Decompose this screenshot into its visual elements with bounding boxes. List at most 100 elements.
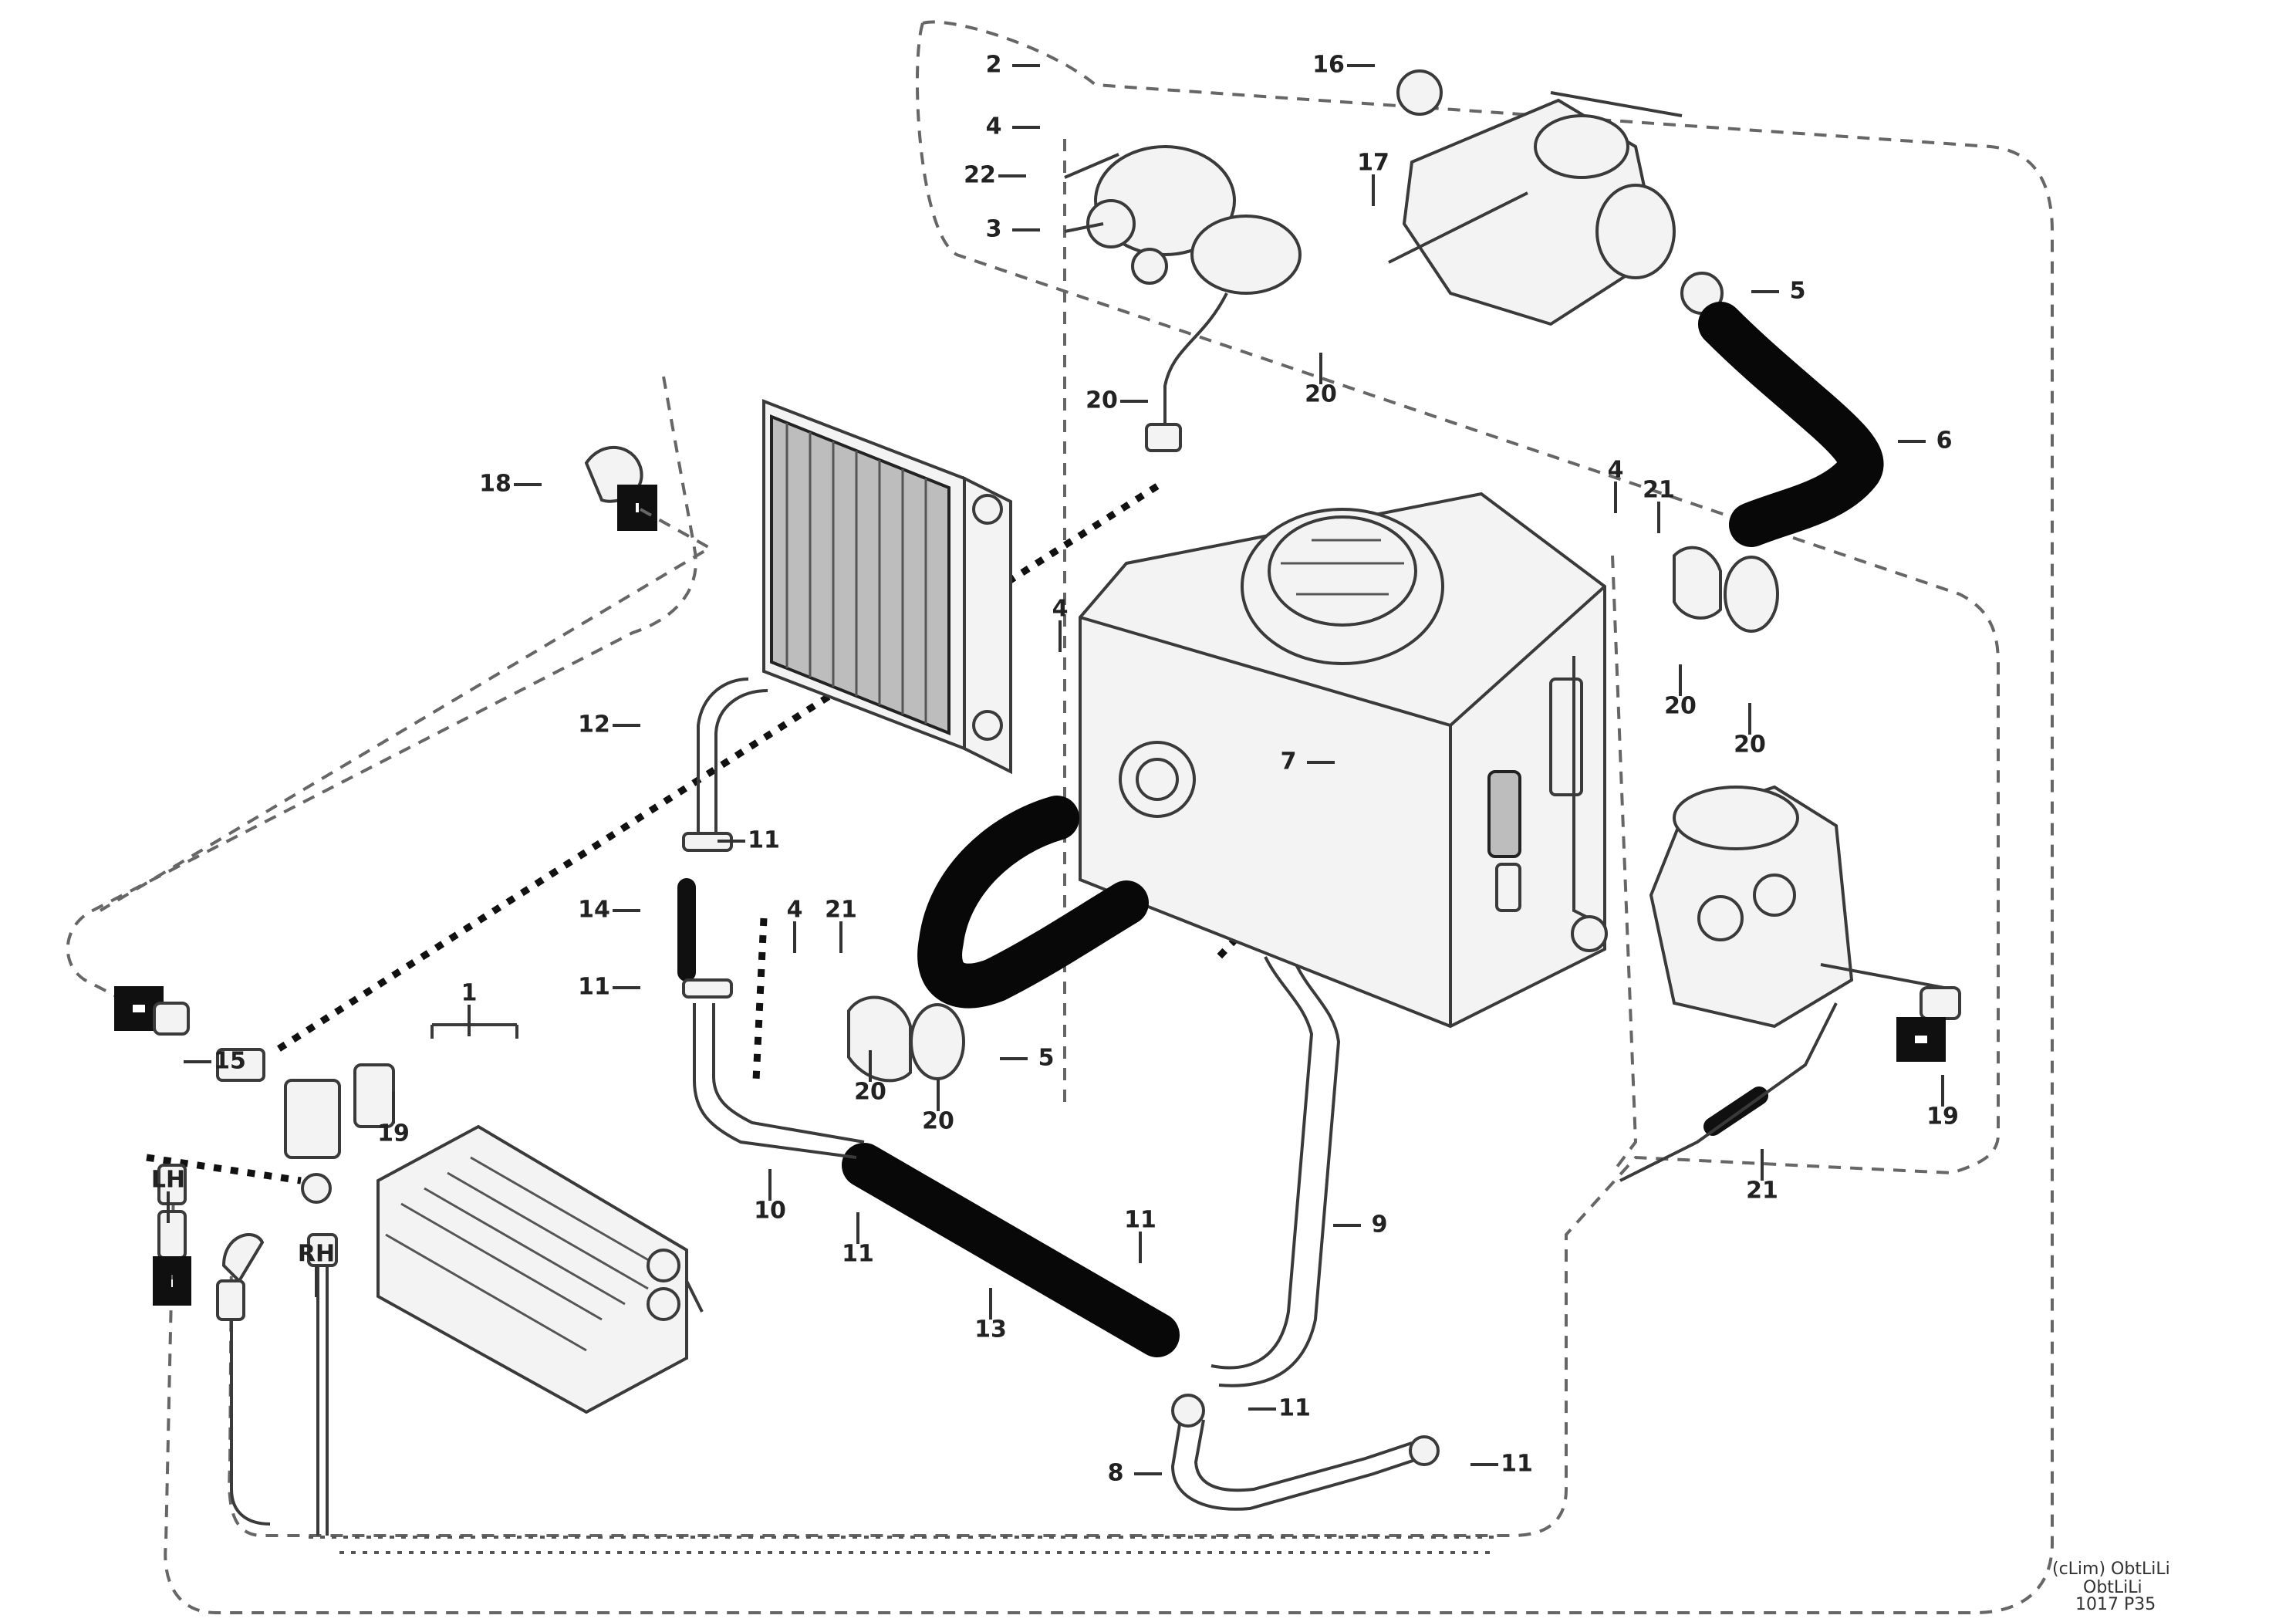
tube-9-b (1218, 964, 1341, 1387)
callout-c28: 15 (184, 1048, 246, 1075)
callout-c41: RH (298, 1241, 335, 1297)
callout-number: 13 (974, 1316, 1007, 1343)
callout-c25: 5 (1000, 1045, 1054, 1072)
hose-black-right (1703, 1086, 1768, 1136)
callout-number: 20 (922, 1108, 954, 1135)
callout-c18: 12 (578, 711, 640, 738)
callout-number: LH (151, 1167, 185, 1194)
callout-c14: 4 (1052, 596, 1069, 652)
filter-element-lower (847, 995, 965, 1083)
callout-number: 4 (1052, 596, 1069, 623)
tube-12 (697, 678, 749, 833)
hose-black-lower (842, 1143, 1180, 1357)
callout-number: 7 (1281, 748, 1297, 776)
callout-number: RH (298, 1241, 335, 1268)
outer-return-loop (164, 20, 2054, 1614)
callout-c30: 10 (754, 1169, 786, 1225)
callout-number: 1 (461, 980, 478, 1007)
callout-number: 10 (754, 1198, 786, 1225)
callout-number: 16 (1312, 52, 1345, 79)
callout-number: 21 (825, 897, 857, 924)
callout-number: 21 (1643, 477, 1675, 504)
tube-10-b (712, 1003, 865, 1144)
callout-c02: 4 (986, 113, 1040, 140)
oil-cooler (762, 399, 1012, 775)
hydraulic-tank (1079, 492, 1608, 1029)
callout-number: 11 (1501, 1451, 1533, 1478)
corner-note-line1: (cLim) ObtLiLi (2052, 1559, 2170, 1579)
callout-c26: 20 (854, 1050, 886, 1106)
callout-c34: 13 (974, 1288, 1007, 1343)
callout-c40: LH (151, 1167, 185, 1223)
callout-c27: 20 (922, 1080, 954, 1135)
callout-c10: 20 (1086, 387, 1148, 414)
filter-element-upper (1673, 546, 1779, 633)
tube-fitting-11b (682, 978, 733, 999)
valve-bracket-1 (284, 1023, 518, 1204)
callout-number: 5 (1038, 1045, 1055, 1072)
callout-number: 4 (986, 113, 1002, 140)
callout-number: 19 (1926, 1103, 1959, 1130)
callout-c32: 11 (1124, 1207, 1156, 1263)
callout-number: 11 (1124, 1207, 1156, 1234)
callout-c01: 2 (986, 52, 1040, 79)
callout-c11: 18 (479, 471, 542, 498)
callout-c39: 21 (1746, 1149, 1778, 1205)
callout-c17: 7 (1281, 748, 1335, 776)
callout-number: 19 (377, 1120, 410, 1147)
fitting-11-mid (1171, 1394, 1205, 1428)
callout-c24: 1 (461, 980, 478, 1036)
drive-motor-top (1388, 69, 1724, 326)
callout-c04: 3 (986, 216, 1040, 243)
callout-number: 9 (1372, 1211, 1388, 1238)
hose-black-mid (917, 796, 1149, 1009)
callout-c37: 11 (1470, 1451, 1533, 1478)
callout-c07: 5 (1751, 278, 1805, 305)
tube-fitting (1145, 423, 1182, 452)
tube-8-b (1194, 1419, 1413, 1492)
tube-12-b (714, 689, 768, 833)
gear-pump-top (1064, 145, 1302, 295)
callout-c03: 22 (964, 162, 1026, 189)
drawing-code: 1017 P35 (2075, 1595, 2156, 1614)
callout-number: 6 (1936, 427, 1953, 454)
callout-number: 17 (1357, 150, 1389, 177)
tube-9 (1210, 956, 1314, 1370)
callout-c19: 11 (718, 827, 780, 854)
callout-c20: 14 (578, 897, 640, 924)
callout-c12: 4 (1608, 457, 1624, 513)
callout-number: 20 (1086, 387, 1118, 414)
pilot-line-valve (752, 917, 768, 1081)
callout-number: 3 (986, 216, 1002, 243)
control-valve-block (376, 1124, 704, 1414)
callout-c21: 4 (787, 897, 802, 953)
fitting-19-lower (230, 1233, 338, 1536)
callout-c08: 6 (1898, 427, 1952, 454)
callout-c23: 11 (578, 974, 640, 1001)
callout-number: 22 (964, 162, 996, 189)
callout-c15: 20 (1664, 664, 1697, 720)
cooler-dash-loop (99, 508, 714, 912)
pilot-dash-line (66, 376, 697, 1005)
callout-number: 5 (1790, 278, 1806, 305)
corner-note-line2: ObtLiLi (2083, 1578, 2142, 1597)
callout-c09: 20 (1305, 353, 1337, 408)
callout-number: 11 (1278, 1395, 1311, 1422)
tube-8 (1170, 1419, 1420, 1511)
hose-black-top (1698, 302, 1884, 547)
callout-number: 4 (1608, 457, 1624, 484)
callout-number: 11 (578, 974, 610, 1001)
fitting-11-lower (1409, 1435, 1440, 1466)
callout-c31: 11 (842, 1212, 874, 1268)
callout-c38: 19 (1926, 1075, 1959, 1130)
right-branch-dash (1611, 555, 1638, 1174)
callout-number: 20 (1305, 381, 1337, 408)
callout-c06: 17 (1357, 150, 1389, 206)
callout-number: 20 (1734, 732, 1766, 759)
callout-number: 20 (854, 1079, 886, 1106)
callout-c29: 19 (377, 1092, 410, 1147)
callout-c33: 9 (1333, 1211, 1387, 1238)
callout-c16: 20 (1734, 703, 1766, 759)
